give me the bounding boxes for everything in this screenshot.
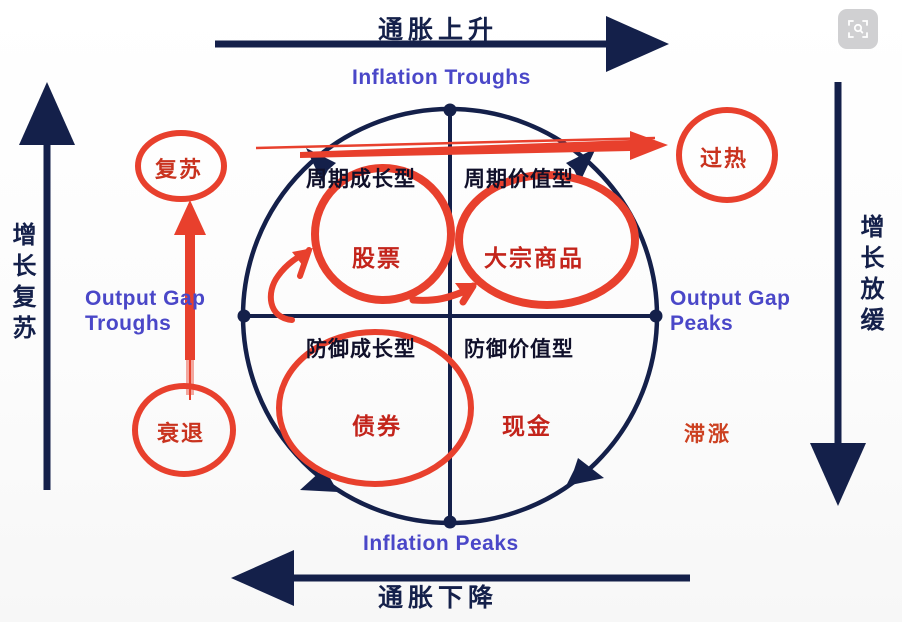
highlight-stocks — [311, 164, 455, 304]
output-gap-troughs-line1: Output Gap — [85, 287, 206, 310]
highlight-bonds — [276, 329, 474, 487]
label-inflation-peaks: Inflation Peaks — [363, 532, 519, 555]
label-inflation-rising-cn: 通胀上升 — [378, 15, 499, 44]
scan-search-icon — [838, 9, 878, 49]
quadrant-title-cyclical-growth: 周期成长型 — [306, 167, 416, 191]
phase-stagflation: 滞涨 — [684, 422, 732, 446]
label-output-gap-peaks: Output Gap Peaks — [670, 286, 830, 336]
highlight-recovery — [135, 130, 227, 202]
annotation-arrow-bonds-to-stocks — [267, 247, 313, 323]
output-gap-peaks-line2: Peaks — [670, 312, 734, 335]
output-gap-troughs-line2: Troughs — [85, 312, 172, 335]
label-output-gap-troughs: Output Gap Troughs — [85, 286, 235, 336]
highlight-commodities — [455, 171, 639, 309]
highlight-overheat — [676, 107, 778, 203]
label-growth-recovery-cn: 增长复苏 — [8, 222, 36, 346]
asset-cash: 现金 — [502, 414, 552, 440]
annotation-arrow-stocks-to-commodities — [409, 282, 478, 306]
phase-overheat: 过热 — [700, 147, 749, 172]
asset-bonds: 债券 — [352, 414, 402, 440]
asset-commodities: 大宗商品 — [484, 246, 584, 272]
quadrant-title-defensive-growth: 防御成长型 — [306, 337, 416, 361]
label-inflation-falling-cn: 通胀下降 — [378, 583, 499, 612]
quadrant-title-cyclical-value: 周期价值型 — [464, 167, 574, 191]
quadrant-title-defensive-value: 防御价值型 — [464, 337, 574, 361]
label-inflation-troughs: Inflation Troughs — [352, 66, 531, 89]
annotation-arrow-recovery-to-overheat — [255, 131, 668, 160]
phase-recovery: 复苏 — [155, 158, 204, 183]
phase-recession: 衰退 — [157, 422, 206, 447]
annotation-arrow-recession-to-recovery — [174, 200, 206, 400]
label-growth-slowdown-cn: 增长放缓 — [856, 214, 884, 338]
asset-stocks: 股票 — [352, 246, 402, 272]
business-cycle-circle — [237, 103, 663, 529]
output-gap-peaks-line1: Output Gap — [670, 287, 791, 310]
highlight-recession — [132, 383, 236, 477]
